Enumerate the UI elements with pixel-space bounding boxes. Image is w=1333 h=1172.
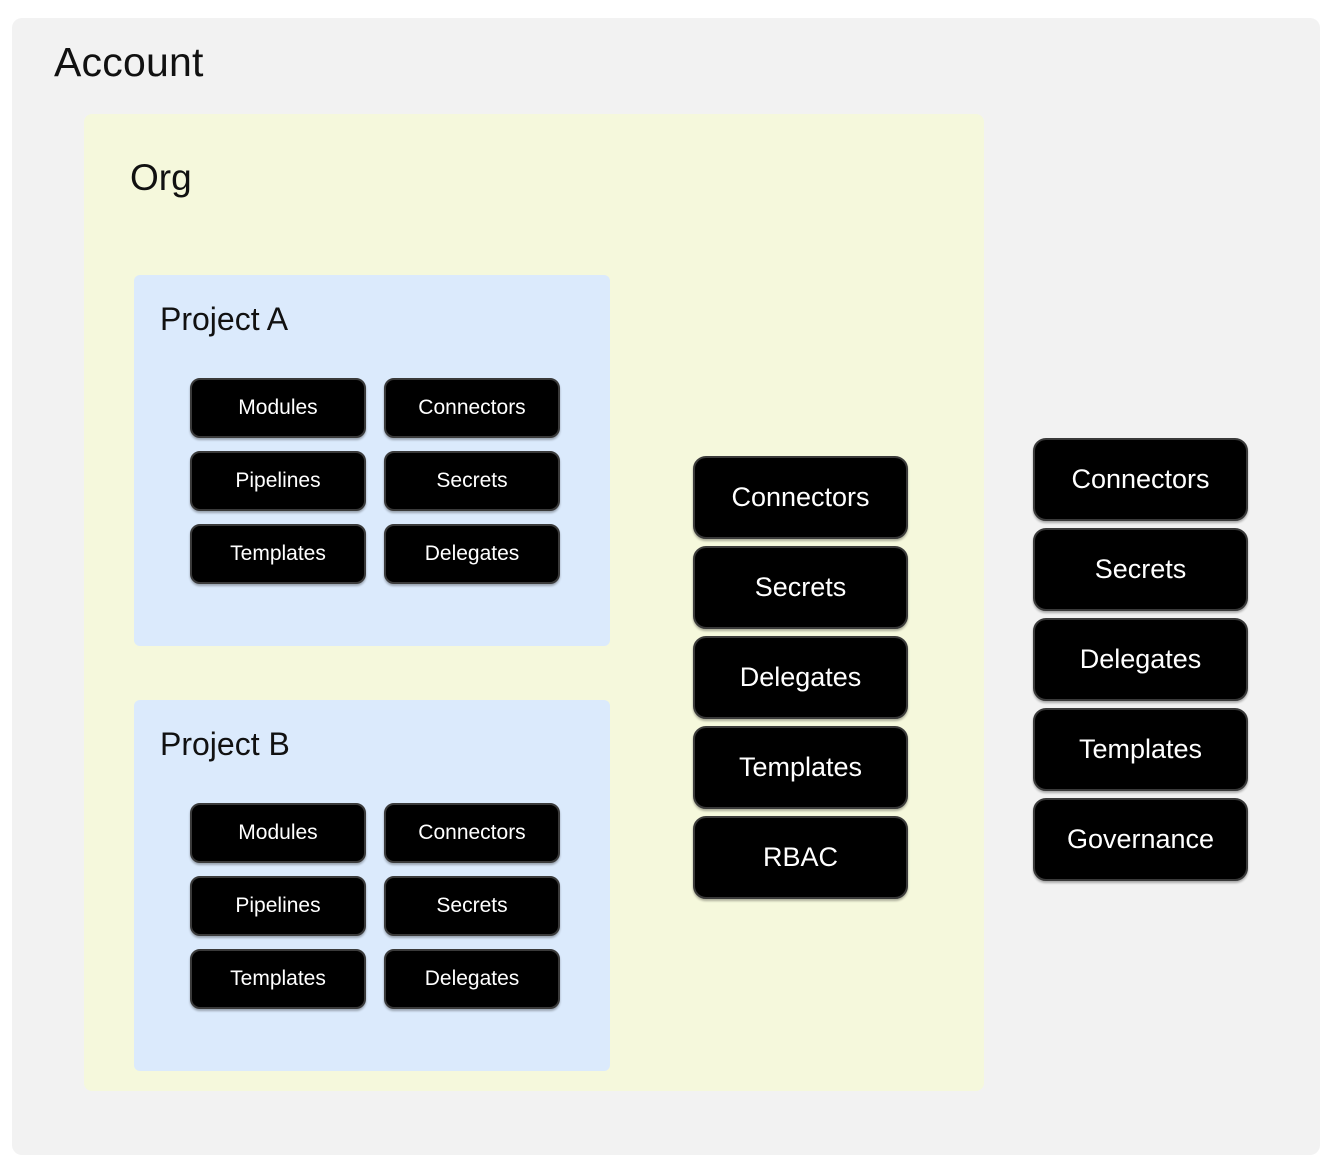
project-b-chip-templates[interactable]: Templates [190, 949, 366, 1009]
account-resource-column: Connectors Secrets Delegates Templates G… [1033, 438, 1248, 881]
project-b-chip-secrets[interactable]: Secrets [384, 876, 560, 936]
org-title: Org [130, 157, 192, 198]
project-a-chip-delegates[interactable]: Delegates [384, 524, 560, 584]
org-chip-delegates[interactable]: Delegates [693, 636, 908, 719]
account-chip-connectors[interactable]: Connectors [1033, 438, 1248, 521]
account-chip-secrets[interactable]: Secrets [1033, 528, 1248, 611]
org-chip-templates[interactable]: Templates [693, 726, 908, 809]
project-a-chip-secrets[interactable]: Secrets [384, 451, 560, 511]
project-a-chip-pipelines[interactable]: Pipelines [190, 451, 366, 511]
project-b-chip-modules[interactable]: Modules [190, 803, 366, 863]
account-chip-governance[interactable]: Governance [1033, 798, 1248, 881]
project-a-title: Project A [160, 301, 289, 337]
org-chip-connectors[interactable]: Connectors [693, 456, 908, 539]
project-b-container: Project B Modules Connectors Pipelines S… [134, 700, 610, 1071]
org-chip-secrets[interactable]: Secrets [693, 546, 908, 629]
project-a-container: Project A Modules Connectors Pipelines S… [134, 275, 610, 646]
account-title: Account [54, 39, 204, 85]
project-b-resource-grid: Modules Connectors Pipelines Secrets Tem… [190, 803, 560, 1009]
project-a-chip-templates[interactable]: Templates [190, 524, 366, 584]
project-a-resource-grid: Modules Connectors Pipelines Secrets Tem… [190, 378, 560, 584]
project-b-title: Project B [160, 726, 290, 762]
account-scope-container: Account Org Project A Modules Connectors… [12, 18, 1320, 1155]
account-chip-delegates[interactable]: Delegates [1033, 618, 1248, 701]
org-scope-container: Org Project A Modules Connectors Pipelin… [84, 114, 984, 1091]
org-resource-column: Connectors Secrets Delegates Templates R… [693, 456, 908, 899]
project-b-chip-connectors[interactable]: Connectors [384, 803, 560, 863]
project-b-chip-pipelines[interactable]: Pipelines [190, 876, 366, 936]
account-chip-templates[interactable]: Templates [1033, 708, 1248, 791]
org-chip-rbac[interactable]: RBAC [693, 816, 908, 899]
project-a-chip-modules[interactable]: Modules [190, 378, 366, 438]
project-b-chip-delegates[interactable]: Delegates [384, 949, 560, 1009]
project-a-chip-connectors[interactable]: Connectors [384, 378, 560, 438]
